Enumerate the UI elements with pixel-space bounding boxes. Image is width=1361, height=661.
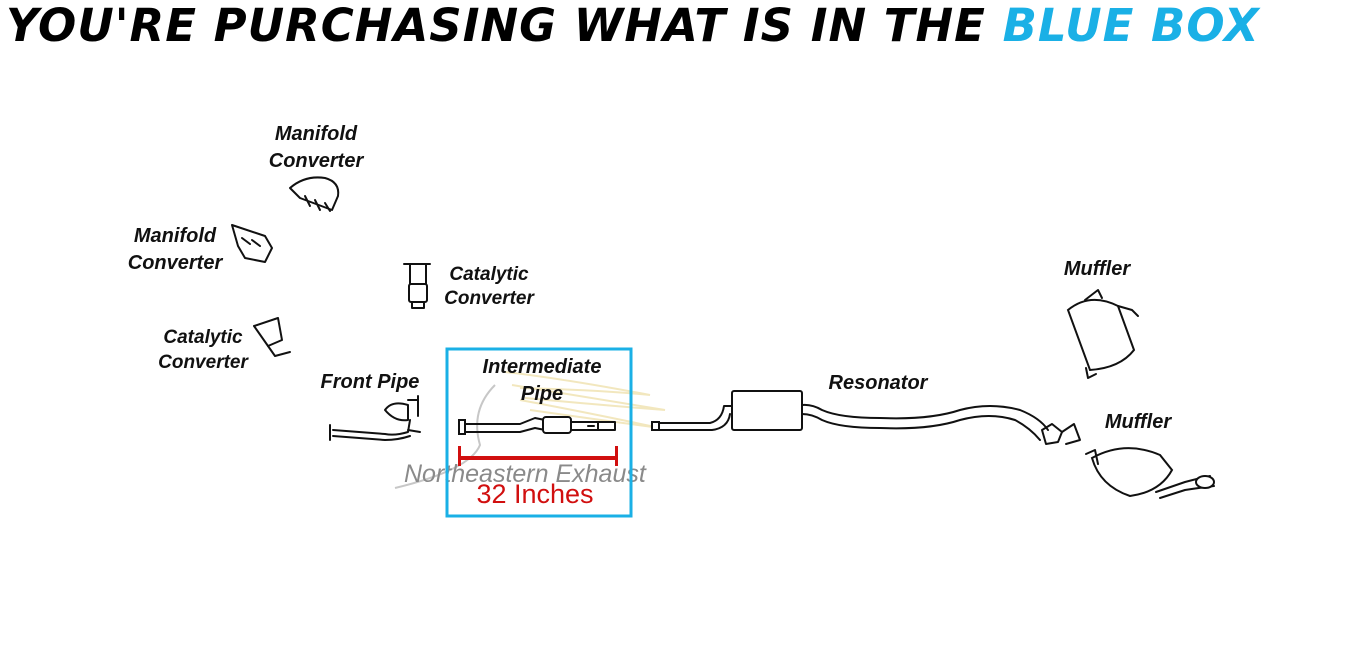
label-manifold-converter-2-line2: Converter	[128, 252, 224, 274]
manifold-converter-1-part	[289, 176, 340, 212]
label-catalytic-converter-1-line1: Catalytic	[163, 327, 243, 348]
watermark-text: Northeastern Exhaust	[404, 460, 647, 488]
label-catalytic-converter-2-line1: Catalytic	[449, 264, 529, 285]
label-catalytic-converter-1-line2: Converter	[158, 352, 249, 373]
intermediate-pipe-part	[458, 416, 616, 435]
label-resonator: Resonator	[829, 372, 929, 394]
catalytic-converter-2-part	[403, 263, 431, 309]
muffler-2-part	[1085, 447, 1215, 499]
label-muffler-2: Muffler	[1105, 411, 1173, 433]
label-manifold-converter-1-line2: Converter	[269, 150, 365, 172]
headline: YOU'RE PURCHASING WHAT IS IN THE BLUE BO…	[6, 0, 1260, 56]
label-manifold-converter-2-line1: Manifold	[134, 225, 217, 247]
label-intermediate-pipe-line2: Pipe	[521, 383, 563, 405]
catalytic-converter-1-part	[253, 317, 291, 357]
label-front-pipe: Front Pipe	[321, 371, 420, 393]
headline-highlight: BLUE BOX	[1002, 0, 1260, 52]
resonator-part	[651, 390, 1081, 445]
selection-box	[445, 347, 633, 518]
muffler-1-part	[1066, 289, 1139, 379]
front-pipe-part	[329, 395, 421, 441]
label-manifold-converter-1-line1: Manifold	[275, 123, 358, 145]
measurement-bar	[458, 446, 618, 466]
label-muffler-1: Muffler	[1064, 258, 1132, 280]
measurement-label: 32 Inches	[476, 479, 593, 509]
headline-prefix: YOU'RE PURCHASING WHAT IS IN THE	[6, 0, 986, 52]
manifold-converter-2-part	[231, 224, 273, 263]
label-intermediate-pipe-line1: Intermediate	[483, 356, 602, 378]
label-catalytic-converter-2-line2: Converter	[444, 288, 535, 309]
